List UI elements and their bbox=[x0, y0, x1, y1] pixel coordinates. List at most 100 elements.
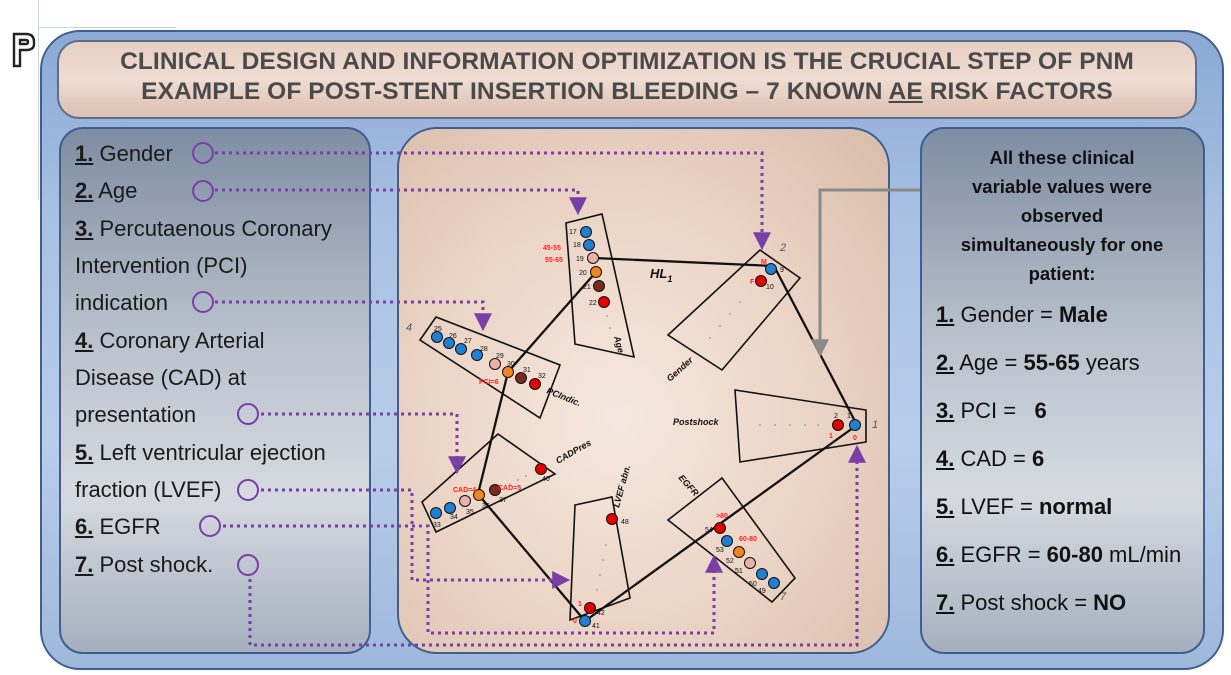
node-29-label: 29 bbox=[496, 353, 504, 360]
item-number: 5. bbox=[75, 440, 94, 465]
item-number: 7. bbox=[936, 590, 955, 615]
node-50 bbox=[756, 568, 768, 580]
node-40-label: 40 bbox=[542, 476, 550, 483]
postshock-value-0: 0 bbox=[853, 435, 857, 442]
node-49 bbox=[768, 577, 780, 589]
node-1-label: 1 bbox=[847, 413, 851, 420]
node-30-label: 30 bbox=[507, 361, 515, 368]
risk-factor-lvef: 5. Left ventricular ejection bbox=[75, 440, 326, 466]
node-51-label: 51 bbox=[735, 568, 743, 575]
node-2 bbox=[832, 419, 844, 431]
title-line-2-ae: AE bbox=[888, 78, 923, 105]
lvef-connector-circle bbox=[237, 479, 259, 501]
node-49-label: 49 bbox=[758, 588, 766, 595]
node-42 bbox=[584, 602, 596, 614]
node-18-label: 18 bbox=[573, 242, 581, 249]
egfr-block-title: EGFR bbox=[677, 473, 701, 499]
node-54-label: 54 bbox=[705, 527, 713, 534]
lvef-block-title: LVEF abn. bbox=[611, 464, 632, 509]
node-33 bbox=[430, 507, 442, 519]
item-label: PCI = bbox=[954, 398, 1035, 423]
item-number: 7. bbox=[75, 552, 94, 577]
postshock-value-1: 1 bbox=[829, 433, 833, 440]
node-41 bbox=[579, 615, 591, 627]
node-32 bbox=[529, 378, 541, 390]
node-21 bbox=[593, 280, 605, 292]
egfr-block bbox=[666, 476, 797, 604]
cad-connector-circle bbox=[237, 403, 259, 425]
item-value: 55-65 bbox=[1023, 350, 1080, 375]
lvef-value-1: 1 bbox=[578, 601, 582, 608]
item-label: indication bbox=[75, 290, 168, 315]
node-48 bbox=[606, 513, 618, 525]
node-36 bbox=[473, 489, 485, 501]
value-postshock: 7. Post shock = NO bbox=[936, 590, 1126, 616]
title-line-2-pre: EXAMPLE OF POST-STENT INSERTION BLEEDING… bbox=[141, 78, 889, 105]
item-number: 6. bbox=[75, 514, 94, 539]
item-suffix: mL/min bbox=[1102, 542, 1182, 567]
node-37 bbox=[489, 484, 501, 496]
title-line-2-post: RISK FACTORS bbox=[922, 78, 1113, 105]
item-label: Age bbox=[93, 178, 138, 203]
node-28 bbox=[471, 349, 483, 361]
heading-line: variable values were bbox=[972, 176, 1152, 197]
hyperlink-edges bbox=[476, 256, 859, 622]
value-age: 2. Age = 55-65 years bbox=[936, 350, 1140, 376]
pci-block-title: PCIndic. bbox=[545, 386, 582, 409]
item-label: Percutaenous Coronary bbox=[93, 216, 332, 241]
node-20 bbox=[590, 266, 602, 278]
node-34 bbox=[444, 502, 456, 514]
node-10 bbox=[755, 275, 767, 287]
connector-lines bbox=[215, 151, 866, 647]
item-number: 4. bbox=[936, 446, 955, 471]
item-value: 60-80 bbox=[1046, 542, 1103, 567]
gender-corner-number: 2 bbox=[779, 242, 786, 254]
item-label: Disease (CAD) at bbox=[75, 365, 247, 390]
item-number: 3. bbox=[75, 216, 94, 241]
node-22-label: 22 bbox=[589, 300, 597, 307]
age-connector-circle bbox=[192, 180, 214, 202]
item-label: EGFR bbox=[93, 514, 161, 539]
cad-value-5: CAD=5 bbox=[498, 485, 521, 492]
item-value: Male bbox=[1058, 302, 1108, 327]
node-53 bbox=[721, 535, 733, 547]
item-label: Age = bbox=[954, 350, 1024, 375]
node-26-label: 26 bbox=[449, 333, 457, 340]
item-number: 1. bbox=[936, 302, 955, 327]
logo-icon bbox=[12, 32, 36, 68]
node-9-label: 9 bbox=[780, 267, 784, 274]
egfr-value-gt80: >80 bbox=[716, 513, 728, 520]
egfr-connector-circle bbox=[199, 515, 221, 537]
egfr-corner-number: 7 bbox=[780, 591, 787, 603]
value-cad: 4. CAD = 6 bbox=[936, 446, 1044, 472]
node-27-label: 27 bbox=[464, 338, 472, 345]
item-label: EGFR = bbox=[954, 542, 1047, 567]
node-25-label: 25 bbox=[434, 326, 442, 333]
node-22 bbox=[598, 296, 610, 308]
postshock-nodes: 2 1 1 0 1 Postshock bbox=[673, 413, 878, 442]
patient-values-heading: All these clinical variable values were … bbox=[930, 143, 1194, 288]
node-48-label: 48 bbox=[621, 519, 629, 526]
risk-factor-lvef-line-2: fraction (LVEF) bbox=[75, 477, 221, 503]
node-21-label: 21 bbox=[583, 284, 591, 291]
risk-factor-age: 2. Age bbox=[75, 178, 137, 204]
value-lvef: 5. LVEF = normal bbox=[936, 494, 1112, 520]
value-pci: 3. PCI = 6 bbox=[936, 398, 1047, 424]
age-range-45-55: 45-55 bbox=[543, 245, 561, 252]
item-number: 2. bbox=[936, 350, 955, 375]
risk-factor-pci: 3. Percutaenous Coronary bbox=[75, 216, 332, 242]
heading-line: observed bbox=[1020, 205, 1104, 226]
item-label: Coronary Arterial bbox=[93, 328, 265, 353]
item-suffix: years bbox=[1079, 350, 1140, 375]
risk-factor-postshock: 7. Post shock. bbox=[75, 552, 213, 578]
lvef-value-0: 0 bbox=[573, 618, 577, 625]
node-50-label: 50 bbox=[749, 581, 757, 588]
risk-factor-pci-line-3: indication bbox=[75, 290, 168, 316]
heading-line: simultaneously for one bbox=[960, 234, 1164, 255]
node-30 bbox=[502, 366, 514, 378]
node-25 bbox=[431, 331, 443, 343]
item-label: Left ventricular ejection bbox=[93, 440, 326, 465]
node-54 bbox=[714, 522, 726, 534]
item-number: 6. bbox=[936, 542, 955, 567]
